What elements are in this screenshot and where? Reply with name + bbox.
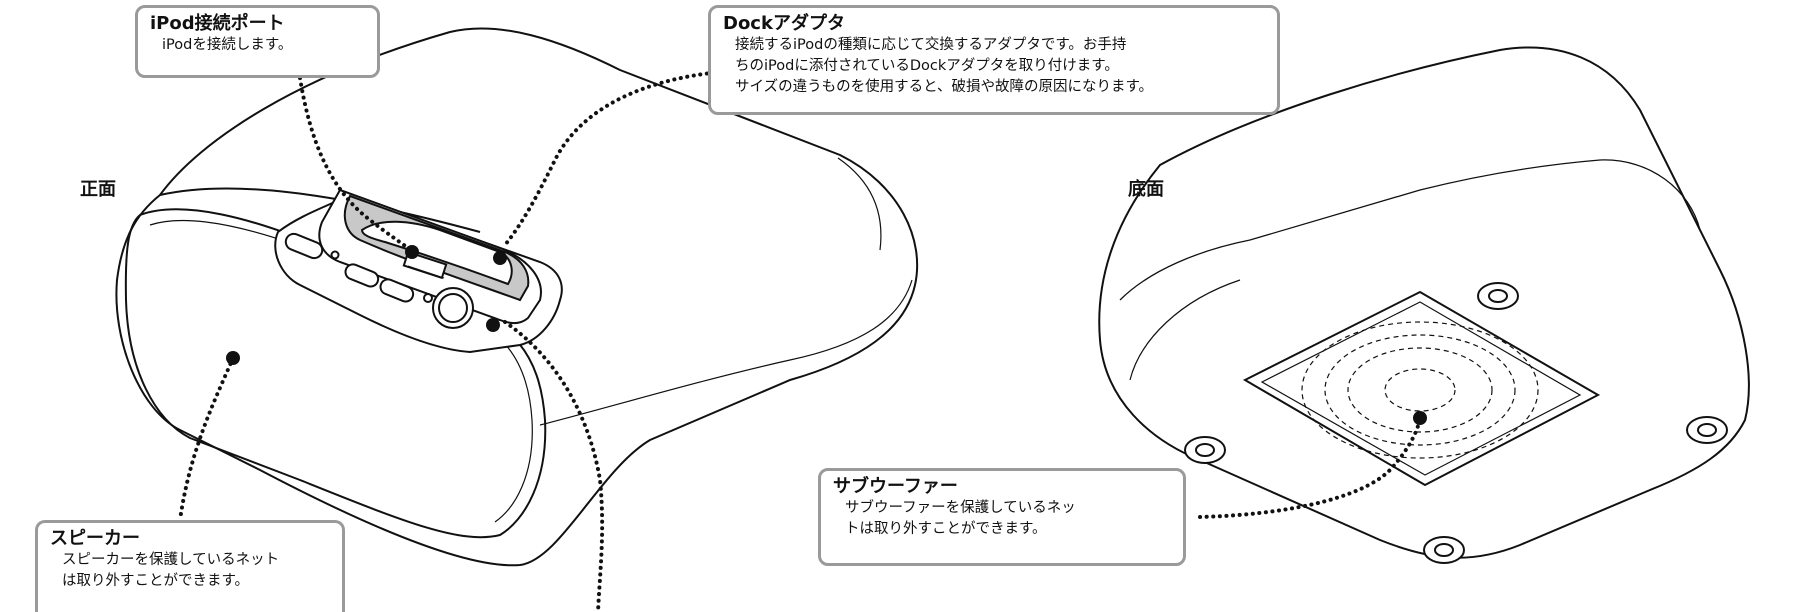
leader-ipod-port [298,76,410,250]
callout-desc-line: トは取り外すことができます。 [845,521,1047,537]
rubber-feet [1184,282,1728,564]
callout-title: サブウーファー [833,476,958,497]
front-view-label: 正面 [80,179,116,200]
bottom-body-outline [1098,46,1750,559]
subwoofer-frame-inner [1260,301,1582,476]
subwoofer-frame [1242,290,1601,487]
callout-speaker: スピーカー スピーカーを保護しているネット は取り外すことができます。 [35,520,345,612]
callout-title: Dockアダプタ [723,13,845,34]
callout-ipod-port: iPod接続ポート iPodを接続します。 [135,5,380,78]
dock-adapter-inner [360,220,513,286]
prev-button [344,263,380,288]
bottom-rim [1119,159,1701,301]
indicator-led [423,293,433,303]
bottom-view-label: 底面 [1128,179,1164,200]
subwoofer-cone [1301,321,1539,459]
leader-speaker [178,356,235,522]
leader-lines [178,70,1422,612]
callout-desc-line: 接続するiPodの種類に応じて交換するアダプタです。お手持 [735,37,1127,53]
mode-led [330,250,340,260]
callout-title: iPod接続ポート [150,13,285,34]
callout-desc-line: サイズの違うものを使用すると、破損や故障の原因になります。 [735,79,1154,95]
body-side-curve [539,279,913,426]
callout-desc-line: サブウーファーを保護しているネッ [845,500,1076,516]
callout-subwoofer: サブウーファー サブウーファーを保護しているネッ トは取り外すことができます。 [818,468,1186,566]
callout-title: スピーカー [50,528,140,549]
bottom-unit [1098,46,1750,564]
leader-dots [226,245,1427,425]
callout-desc: iPodを接続します。 [162,37,293,53]
bottom-rim-inner [1129,279,1241,381]
callout-desc-line: は取り外すことができます。 [62,573,250,589]
callout-desc-line: ちのiPodに添付されているDockアダプタを取り付けます。 [735,58,1119,74]
leader-dock-adapter [503,70,722,247]
mode-button [284,232,324,260]
ipod-connector [402,250,448,280]
next-button [379,278,415,303]
front-unit [115,27,919,567]
callout-dock-adapter: Dockアダプタ 接続するiPodの種類に応じて交換するアダプタです。お手持 ち… [708,5,1280,115]
callout-desc-line: スピーカーを保護しているネット [62,552,280,568]
leader-subwoofer [1198,416,1422,519]
body-right-edge [837,157,882,251]
front-top-rim [159,187,481,233]
